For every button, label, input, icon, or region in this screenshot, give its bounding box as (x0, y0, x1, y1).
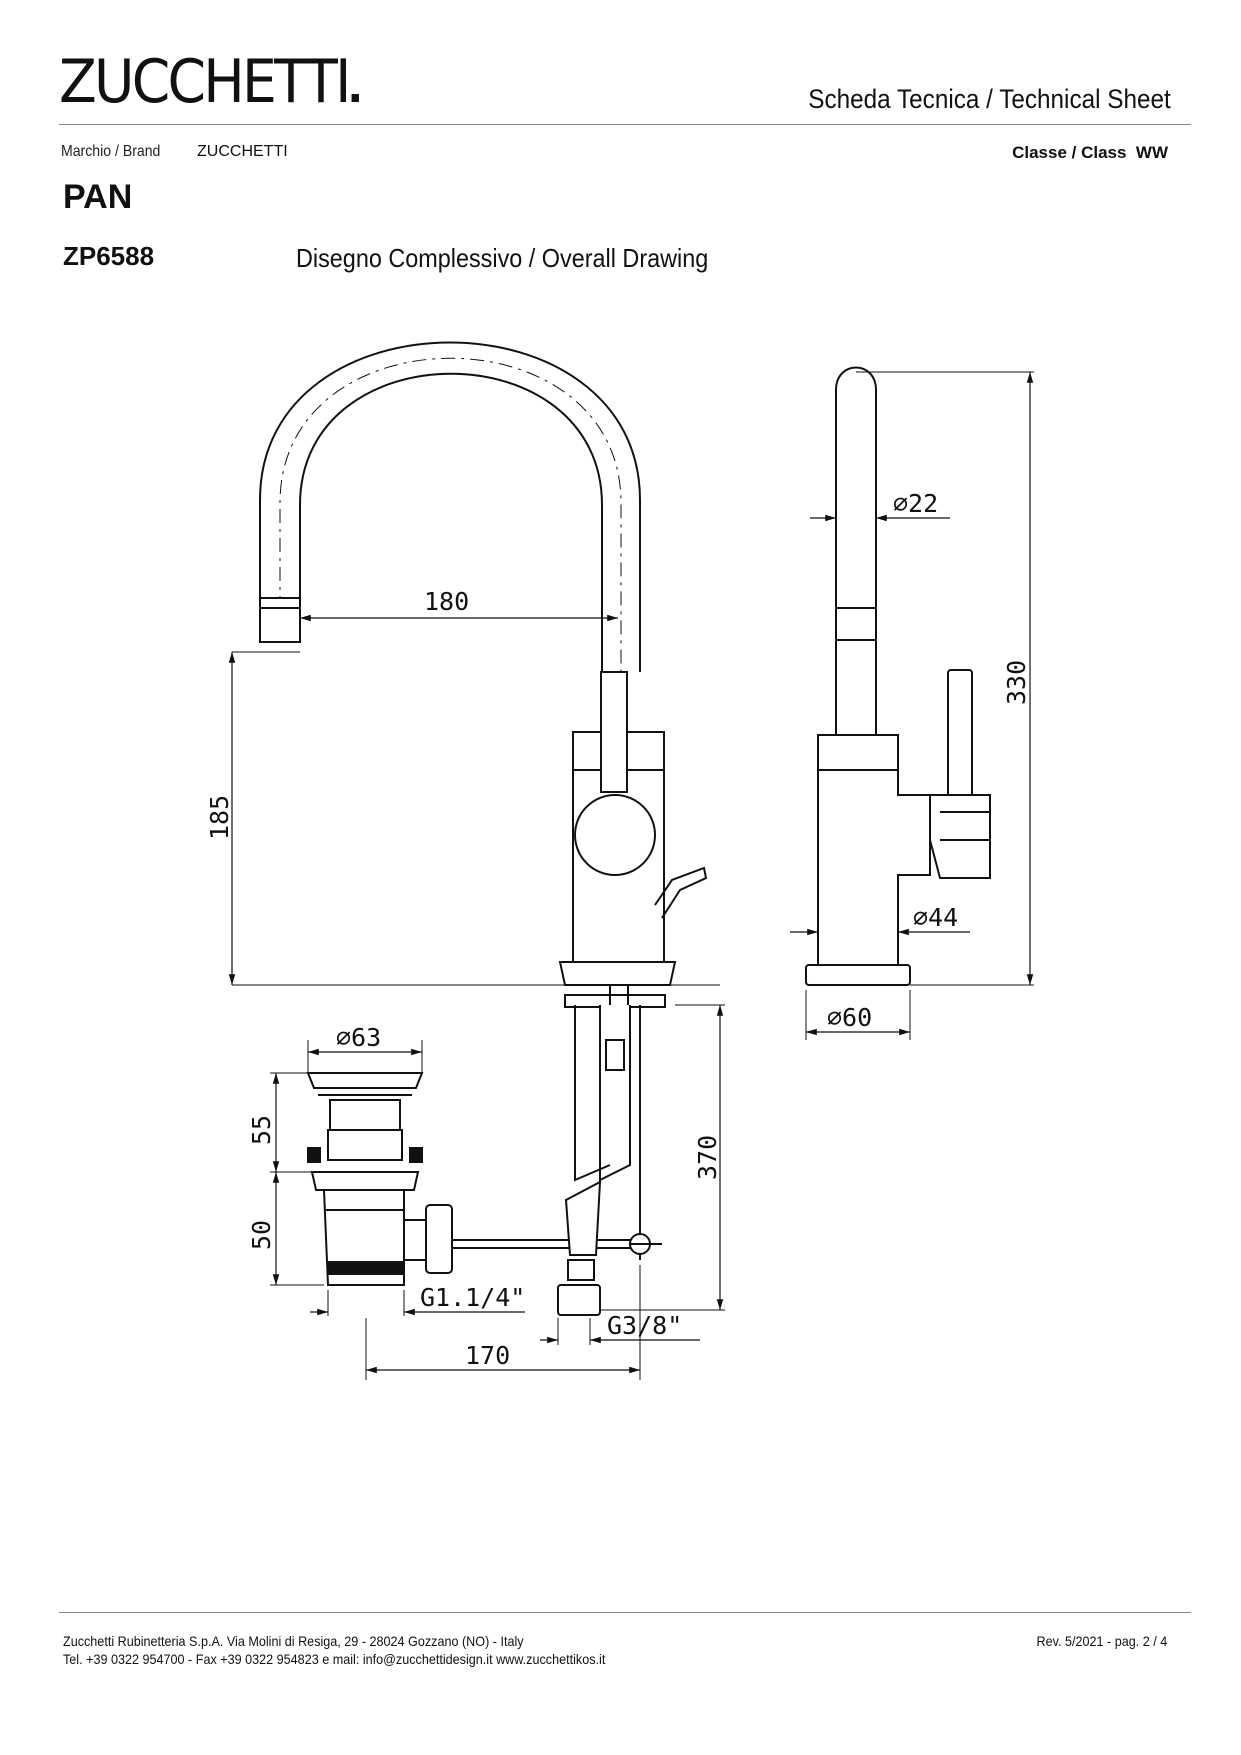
pop-up-waste (306, 1072, 640, 1286)
footer-revision: Rev. 5/2021 - pag. 2 / 4 (1036, 1633, 1167, 1649)
dim-spout-height-label: 185 (205, 795, 234, 840)
footer-contact: Tel. +39 0322 954700 - Fax +39 0322 9548… (63, 1651, 606, 1667)
dim-spout-reach-label: 180 (424, 587, 469, 616)
dim-rod-length (365, 1265, 641, 1380)
dim-body-diameter-label: ⌀44 (913, 903, 958, 932)
brand-logo: ZUCCHETTI (59, 52, 359, 112)
dim-waste-top-height-label: 55 (247, 1115, 276, 1145)
logo-dot (351, 94, 359, 102)
product-code: ZP6588 (63, 241, 155, 271)
dim-spout-height (228, 651, 565, 986)
dim-supply-thread-label: G3/8" (607, 1311, 682, 1340)
side-view-faucet (805, 366, 991, 986)
drawing-title: Disegno Complessivo / Overall Drawing (296, 243, 709, 273)
dim-waste-thread (310, 1290, 525, 1316)
sheet-title: Scheda Tecnica / Technical Sheet (808, 84, 1171, 114)
dim-waste-bottom-height-label: 50 (247, 1220, 276, 1250)
dim-hose-length-label: 370 (693, 1135, 722, 1180)
product-name: PAN (63, 178, 133, 216)
brand-value: ZUCCHETTI (197, 143, 288, 160)
footer-divider (59, 1612, 1191, 1613)
dim-base-diameter-label: ⌀60 (827, 1003, 872, 1032)
dim-base-diameter (805, 990, 911, 1040)
dim-total-height (856, 371, 1034, 986)
supply-hose (557, 1005, 662, 1316)
class-value: WW (1135, 143, 1168, 162)
dim-supply-thread (540, 1318, 700, 1345)
brand-label: Marchio / Brand (61, 143, 161, 160)
dim-waste-diameter-label: ⌀63 (336, 1023, 381, 1052)
footer-company: Zucchetti Rubinetteria S.p.A. Via Molini… (63, 1633, 524, 1649)
dim-waste-heights (270, 1072, 324, 1286)
class-label: Classe / Class (1012, 143, 1127, 162)
front-view-faucet (259, 341, 720, 1008)
header-divider (59, 124, 1191, 125)
dim-spout-diameter-label: ⌀22 (893, 489, 938, 518)
dim-waste-thread-label: G1.1/4" (420, 1283, 525, 1312)
dim-waste-diameter (307, 1040, 423, 1073)
dim-total-height-label: 330 (1002, 660, 1031, 705)
dim-rod-length-label: 170 (465, 1341, 510, 1370)
class-info: Classe / Class WW (1012, 143, 1168, 163)
dim-hose-length (600, 1004, 725, 1311)
